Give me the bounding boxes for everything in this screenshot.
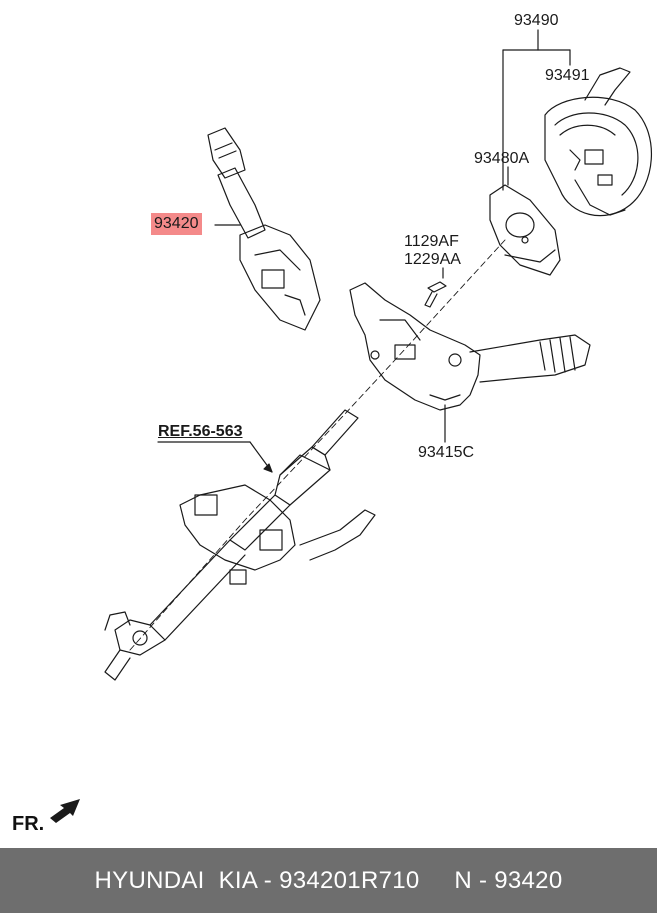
- ref-arrow-head: [263, 463, 273, 473]
- label-1129AF: 1129AF: [404, 233, 459, 250]
- reference-label: REF.56-563: [158, 423, 243, 440]
- label-93420-highlighted: 93420: [151, 213, 202, 235]
- label-93480A: 93480A: [474, 150, 530, 167]
- bracket-93490: [502, 29, 571, 191]
- screw-1129AF-1229AA: [424, 267, 447, 308]
- front-arrow-icon: [50, 799, 80, 823]
- footer-bar: HYUNDAI KIA - 934201R710 N - 93420: [0, 848, 657, 913]
- combination-switch-93415C: [349, 282, 591, 411]
- label-93490: 93490: [514, 12, 559, 29]
- label-93415C: 93415C: [418, 444, 475, 461]
- steering-angle-sensor-93480A: [489, 184, 561, 276]
- assembly-axis-line: [129, 239, 506, 651]
- footer-part-number: HYUNDAI KIA - 934201R710 N - 93420: [94, 866, 563, 894]
- label-1229AA: 1229AA: [404, 251, 461, 268]
- multifunction-switch-93420: [207, 127, 321, 331]
- front-direction-label: FR.: [12, 813, 45, 835]
- parts-diagram: [50, 29, 653, 823]
- label-93491: 93491: [545, 67, 590, 84]
- steering-column: [104, 409, 376, 681]
- clock-spring-93491: [544, 67, 653, 217]
